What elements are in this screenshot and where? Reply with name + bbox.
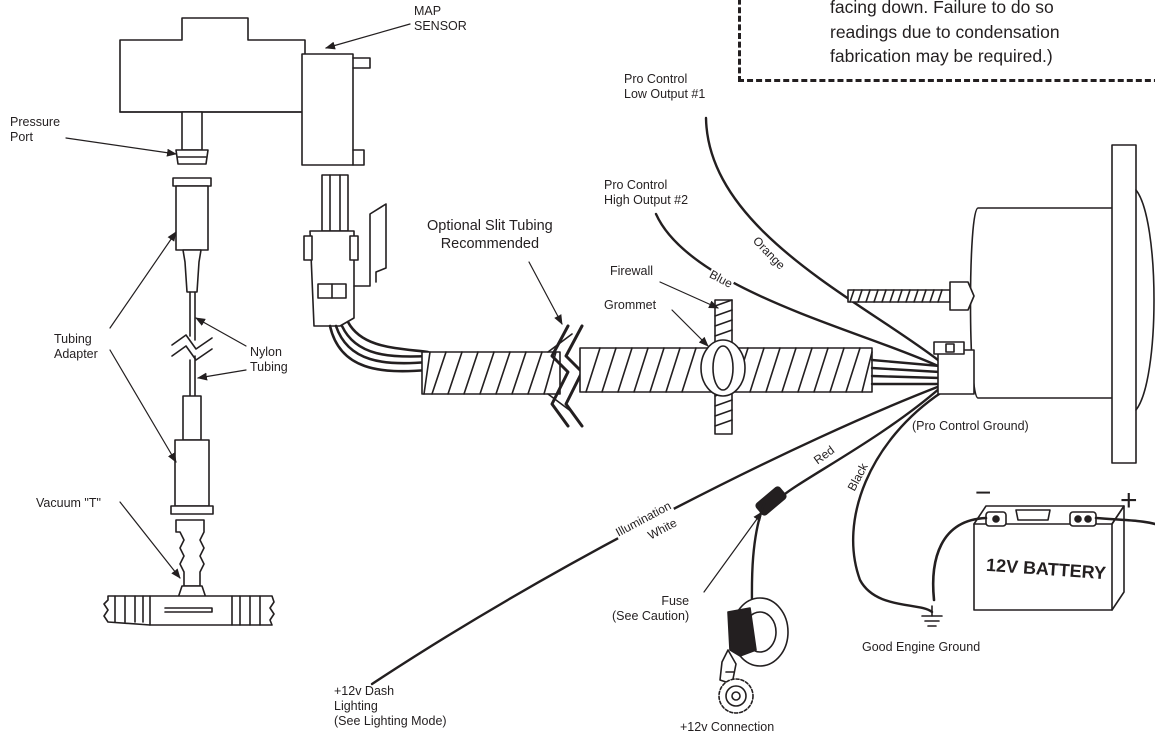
engine-ground-label: Good Engine Ground [862,640,981,654]
caution-note-line: fabrication may be required.) [830,46,1053,66]
caution-note-line: readings due to condensation [830,21,1060,42]
firewall-label: Firewall [610,264,654,278]
pro-control-gauge [933,144,1155,464]
engine-ground-symbol [921,605,943,627]
ignition-switch [718,597,789,714]
grommet-label: Grommet [604,298,657,312]
fuse-label: Fuse(See Caution) [612,594,690,623]
battery-negative-sign: − [975,477,992,508]
battery [973,505,1125,611]
pressure-port [175,111,209,165]
slit-tubing-left [421,333,573,413]
leader-arrows [65,23,763,593]
sensor-connector [303,174,387,327]
vacuum-t-label: Vacuum "T" [36,496,101,510]
caution-note-border [738,0,1155,82]
nylon-tubing [171,291,213,397]
caution-note-text: facing down. Failure to do so readings d… [830,0,1060,69]
pro-control-ground-label: (Pro Control Ground) [912,419,1029,433]
vacuum-t [103,519,275,626]
tubing-adapter-bottom [170,395,214,515]
map-sensor-body [119,17,371,166]
grommet [700,339,746,397]
gauge-mount-bolt [847,281,975,311]
caution-note-line: facing down. Failure to do so [830,0,1054,17]
tubing-adapter-top [172,177,212,293]
battery-positive-sign: + [1120,484,1138,517]
connection-label: +12v Connection [680,720,775,734]
